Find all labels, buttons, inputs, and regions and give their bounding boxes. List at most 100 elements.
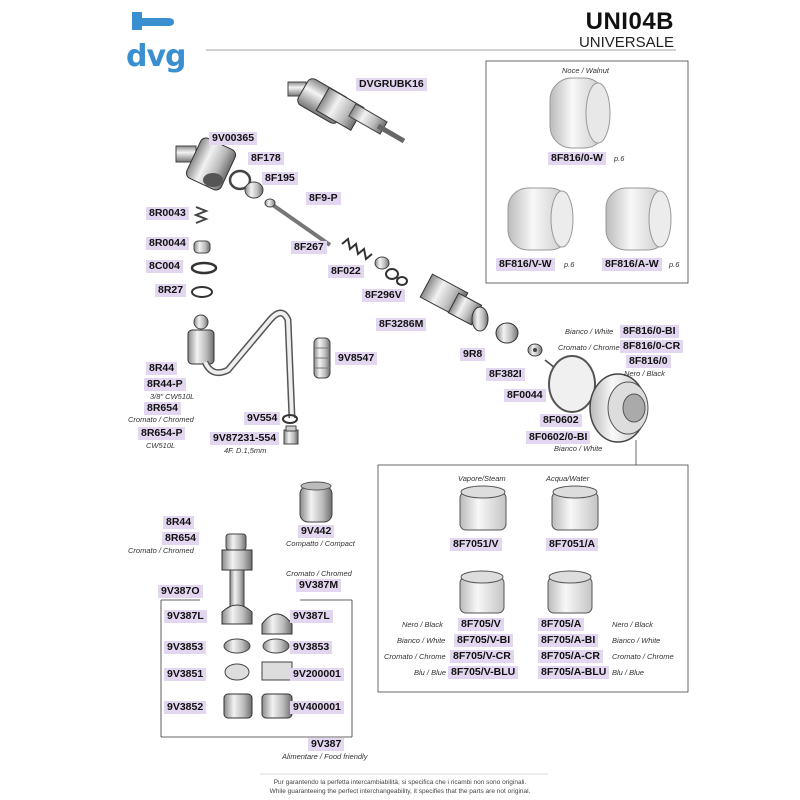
9v3853-left-washer	[223, 638, 251, 654]
9r8-nut	[495, 322, 519, 344]
note-cromato-bottom: Cromato / Chromed	[128, 546, 194, 555]
label-8f0602: 8F0602	[540, 414, 582, 427]
model-heading: UNI04B UNIVERSALE	[579, 8, 674, 51]
label-9v387l-left: 9V387L	[164, 610, 207, 623]
label-8f705-v-bi: 8F705/V-BI	[454, 634, 514, 647]
nozzle-drawing	[221, 533, 253, 625]
caps-right-note-1: Bianco / White	[612, 636, 661, 645]
page-ref-left: p.6	[564, 260, 575, 269]
faucet-logo-icon	[132, 12, 174, 30]
caps-title-steam: Vapore/Steam	[458, 474, 506, 483]
8f195-washer	[244, 181, 264, 199]
8f9p-pin-drawing	[264, 198, 332, 247]
note-bianco-knob: Bianco / White	[565, 327, 614, 336]
note-cw510l: CW510L	[146, 441, 176, 450]
label-8f0602-0-bi: 8F0602/0-BI	[526, 431, 591, 444]
label-dvgrubk16: DVGRUBK16	[356, 78, 427, 91]
9v00365-elbow-drawing	[175, 137, 237, 191]
9v3852-nut	[223, 693, 253, 719]
label-8f816-a-w: 8F816/A-W	[602, 258, 662, 271]
label-9r8: 9R8	[460, 348, 486, 361]
8f267-spring-drawing	[341, 237, 373, 261]
label-9v87231-554: 9V87231-554	[210, 432, 280, 445]
caps-left-note-0: Nero / Black	[402, 620, 443, 629]
label-9v8547: 9V8547	[335, 352, 378, 365]
8f7051a-cap-drawing	[551, 485, 599, 531]
main-knob-drawing	[589, 373, 649, 443]
9v87231-tip-drawing	[283, 425, 299, 445]
page-ref-right: p.6	[669, 260, 680, 269]
brand-name: dvg	[126, 39, 187, 74]
8f705v-cap-drawing	[459, 570, 505, 614]
note-nero-knob: Nero / Black	[624, 369, 665, 378]
label-8f9-p: 8F9-P	[306, 192, 341, 205]
8f7051v-cap-drawing	[459, 485, 507, 531]
label-8f705-a-blu: 8F705/A-BLU	[538, 666, 610, 679]
caps-box-frame	[377, 464, 689, 693]
note-cw510l-38: 3/8" CW510L	[150, 392, 195, 401]
8r0044-bush	[193, 240, 211, 254]
label-8f022: 8F022	[328, 265, 364, 278]
label-9v387: 9V387	[308, 738, 345, 751]
label-9v387l-right: 9V387L	[290, 610, 333, 623]
label-8c004: 8C004	[146, 260, 183, 273]
label-8f195: 8F195	[262, 172, 298, 185]
label-8f705-v-cr: 8F705/V-CR	[450, 650, 514, 663]
steam-pipe-drawing	[187, 309, 296, 419]
label-8f382i: 8F382I	[486, 368, 525, 381]
label-8f3286m: 8F3286M	[376, 318, 427, 331]
label-8r27: 8R27	[155, 284, 187, 297]
caps-right-note-2: Cromato / Chrome	[612, 652, 674, 661]
label-8r0044: 8R0044	[146, 237, 189, 250]
label-9v3851: 9V3851	[164, 668, 207, 681]
note-cromato-chromed: Cromato / Chromed	[128, 415, 194, 424]
label-9v3853-left: 9V3853	[164, 641, 207, 654]
label-8r44: 8R44	[146, 362, 178, 375]
caps-right-note-0: Nero / Black	[612, 620, 653, 629]
knob-right-drawing	[605, 187, 672, 251]
label-8f705-v-blu: 8F705/V-BLU	[448, 666, 519, 679]
label-9v554: 9V554	[244, 412, 281, 425]
note-cromato-knob: Cromato / Chrome	[558, 343, 620, 352]
label-9v442: 9V442	[298, 525, 335, 538]
knob-left-drawing	[507, 187, 574, 251]
label-9v387o: 9V387O	[158, 585, 203, 598]
label-8f816-0-w: 8F816/0-W	[548, 152, 606, 165]
label-8f816-v-w: 8F816/V-W	[496, 258, 555, 271]
label-8f705-v: 8F705/V	[458, 618, 504, 631]
caps-left-note-3: Blu / Blue	[414, 668, 447, 677]
label-8r654: 8R654	[144, 402, 181, 415]
model-code: UNI04B	[585, 8, 674, 35]
8f022-washer	[374, 256, 390, 270]
label-8r44-bottom: 8R44	[163, 516, 195, 529]
label-9v400001: 9V400001	[290, 701, 344, 714]
9v200001-filter	[261, 661, 293, 681]
label-8f816-0-bi: 8F816/0-BI	[620, 325, 679, 338]
knobs-box-title: Noce / Walnut	[562, 66, 609, 75]
label-8f7051-v: 8F7051/V	[450, 538, 502, 551]
footer-disclaimer-it: Pur garantendo la perfetta intercambiabi…	[273, 779, 527, 786]
caps-left-note-1: Bianco / White	[397, 636, 446, 645]
footer-disclaimer-en: While guaranteeing the perfect interchan…	[269, 788, 531, 795]
8c004-ring	[190, 261, 218, 275]
caps-left-note-2: Cromato / Chrome	[384, 652, 446, 661]
label-8f178: 8F178	[248, 152, 284, 165]
label-8r654-p: 8R654-P	[138, 427, 186, 440]
label-8f296v: 8F296V	[362, 289, 405, 302]
9v387l-right-tip	[261, 613, 293, 635]
8r0043-spring-drawing	[193, 206, 209, 224]
knobs-box-frame	[485, 60, 689, 284]
9v554-ring	[282, 414, 298, 424]
knob-center-drawing	[549, 77, 611, 149]
9v8547-spring-drawing	[313, 337, 331, 379]
label-8r0043: 8R0043	[146, 207, 189, 220]
9v400001-nut	[261, 693, 293, 719]
label-8f0044: 8F0044	[504, 389, 546, 402]
9v442-compact-drawing	[299, 481, 333, 523]
8r27-ring	[191, 286, 213, 298]
8f178-ring	[228, 169, 252, 191]
8f705a-cap-drawing	[547, 570, 593, 614]
note-bianco-rosette: Bianco / White	[554, 444, 603, 453]
